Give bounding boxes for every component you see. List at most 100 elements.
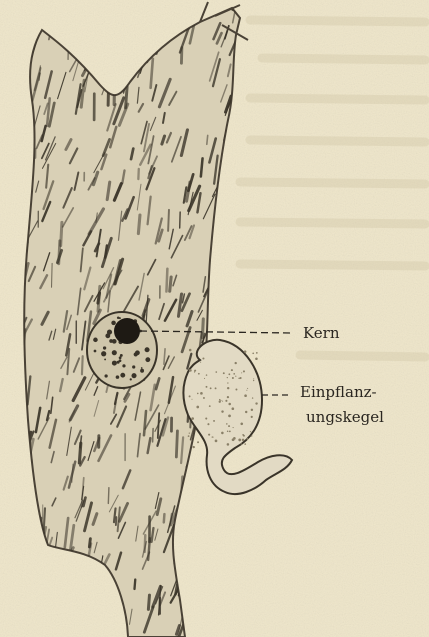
cone-stipple [210, 387, 212, 389]
cone-stipple [250, 431, 251, 432]
neurofibril-stroke [134, 580, 135, 589]
cone-stipple [251, 416, 253, 418]
cone-stipple [227, 443, 230, 446]
chromatin-granule [93, 338, 98, 343]
chromatin-granule [119, 356, 122, 359]
neurofibril-stroke [108, 488, 109, 504]
cone-stipple [209, 405, 211, 407]
cone-stipple [252, 397, 253, 398]
neurofibril-stroke [168, 210, 169, 231]
cone-stipple [241, 372, 242, 373]
chromatin-granule [103, 346, 106, 349]
cone-stipple [222, 401, 223, 402]
chromatin-granule [105, 374, 108, 377]
cone-stipple [215, 387, 217, 389]
cone-stipple [228, 425, 230, 427]
neurofibril-stroke [138, 215, 140, 233]
cone-stipple [243, 435, 245, 437]
cone-stipple [219, 399, 221, 401]
chromatin-granule [140, 369, 144, 373]
cone-stipple [251, 409, 253, 411]
chromatin-granule [130, 378, 132, 380]
cone-stipple [227, 387, 229, 389]
neurofibril-stroke [148, 595, 149, 609]
chromatin-granule [101, 351, 106, 356]
cone-stipple [244, 394, 247, 397]
neurofibril-stroke [201, 158, 203, 176]
cone-stipple [253, 378, 254, 379]
cone-stipple [215, 371, 217, 373]
neurofibril-stroke [202, 319, 203, 338]
chromatin-granule [141, 367, 143, 369]
chromatin-granule [104, 358, 106, 360]
chromatin-granule [116, 375, 120, 379]
cone-stipple [215, 440, 218, 443]
cone-stipple [235, 376, 236, 377]
chromatin-granule [119, 317, 121, 319]
neurofibril-stroke [61, 222, 62, 245]
chromatin-granule [122, 364, 125, 367]
cone-stipple [226, 423, 228, 425]
cone-stipple [213, 420, 215, 422]
cone-stipple [188, 435, 190, 437]
nucleus [87, 312, 157, 388]
neurofibril-stroke [52, 263, 53, 287]
neurofibril-stroke [170, 277, 171, 291]
cone-stipple [189, 349, 192, 352]
chromatin-granule [118, 361, 120, 363]
chromatin-granule [145, 347, 150, 352]
chromatin-granule [132, 365, 135, 368]
cone-stipple [251, 435, 253, 437]
cone-stipple [240, 423, 243, 426]
cone-stipple [205, 417, 207, 419]
cone-stipple [227, 396, 229, 398]
cone-stipple [197, 441, 199, 443]
neurofibril-stroke [164, 514, 165, 522]
chromatin-granule [112, 350, 117, 355]
kern-label: Kern [303, 324, 340, 342]
chromatin-granule [105, 333, 110, 338]
cone-stipple [242, 439, 245, 442]
cone-stipple [202, 357, 204, 359]
cone-stipple [223, 372, 225, 374]
neurofibril-stroke [79, 443, 80, 463]
cone-stipple [196, 406, 199, 409]
cone-stipple [200, 392, 203, 395]
cone-stipple [206, 386, 208, 388]
cone-stipple [228, 403, 231, 406]
cone-stipple [243, 370, 245, 372]
cone-stipple [246, 390, 247, 391]
cone-stipple [232, 407, 235, 410]
cone-stipple [256, 352, 258, 354]
chromatin-granule [145, 357, 150, 362]
cone-stipple [191, 417, 194, 420]
cone-stipple [232, 377, 234, 379]
cone-stipple [235, 389, 237, 391]
cone-stipple [208, 434, 210, 436]
cone-stipple [203, 397, 205, 399]
cone-stipple [255, 402, 257, 404]
cone-stipple [240, 377, 242, 379]
cone-stipple [235, 362, 237, 364]
chromatin-granule [131, 373, 136, 378]
cone-stipple [191, 399, 192, 400]
chromatin-granule [94, 350, 97, 353]
cone-stipple [204, 378, 205, 379]
cone-stipple [189, 369, 192, 372]
cone-stipple [227, 377, 228, 378]
cone-stipple [247, 388, 248, 389]
cone-stipple [233, 373, 235, 375]
cone-stipple [252, 352, 254, 354]
neurofibril-stroke [89, 539, 90, 547]
cone-stipple [231, 369, 233, 371]
cone-stipple [232, 438, 235, 441]
chromatin-granule [109, 339, 113, 343]
cone-stipple [227, 382, 228, 383]
cone-stipple [247, 438, 249, 440]
cone-stipple [200, 362, 201, 363]
chromatin-granule [112, 361, 117, 366]
einpflanzungskegel-label-line2: ungskegel [306, 408, 384, 426]
cone-stipple [220, 400, 221, 401]
cone-stipple [228, 373, 230, 375]
